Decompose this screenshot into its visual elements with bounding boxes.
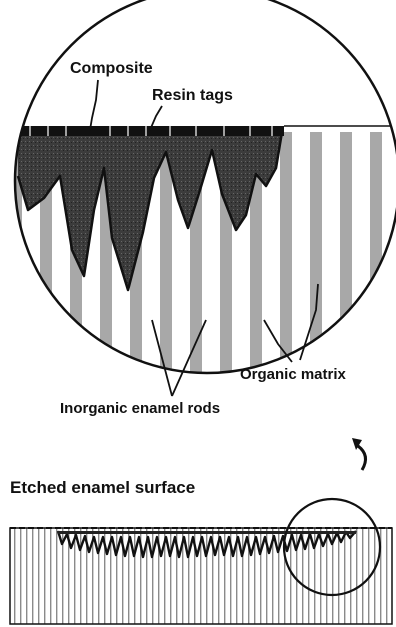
magnified-view: [10, 126, 396, 372]
composite-layer: [10, 126, 284, 136]
etched-surface-block: [10, 528, 392, 624]
curved-arrow-icon: [352, 438, 365, 470]
resin-tags-label: Resin tags: [152, 87, 233, 104]
composite-label: Composite: [70, 60, 153, 77]
inorganic-rods-label: Inorganic enamel rods: [60, 400, 220, 417]
organic-matrix-label: Organic matrix: [240, 366, 347, 383]
composite-leader-line: [90, 80, 98, 130]
etched-surface-label: Etched enamel surface: [10, 478, 195, 497]
etched-band-fill: [58, 531, 356, 534]
